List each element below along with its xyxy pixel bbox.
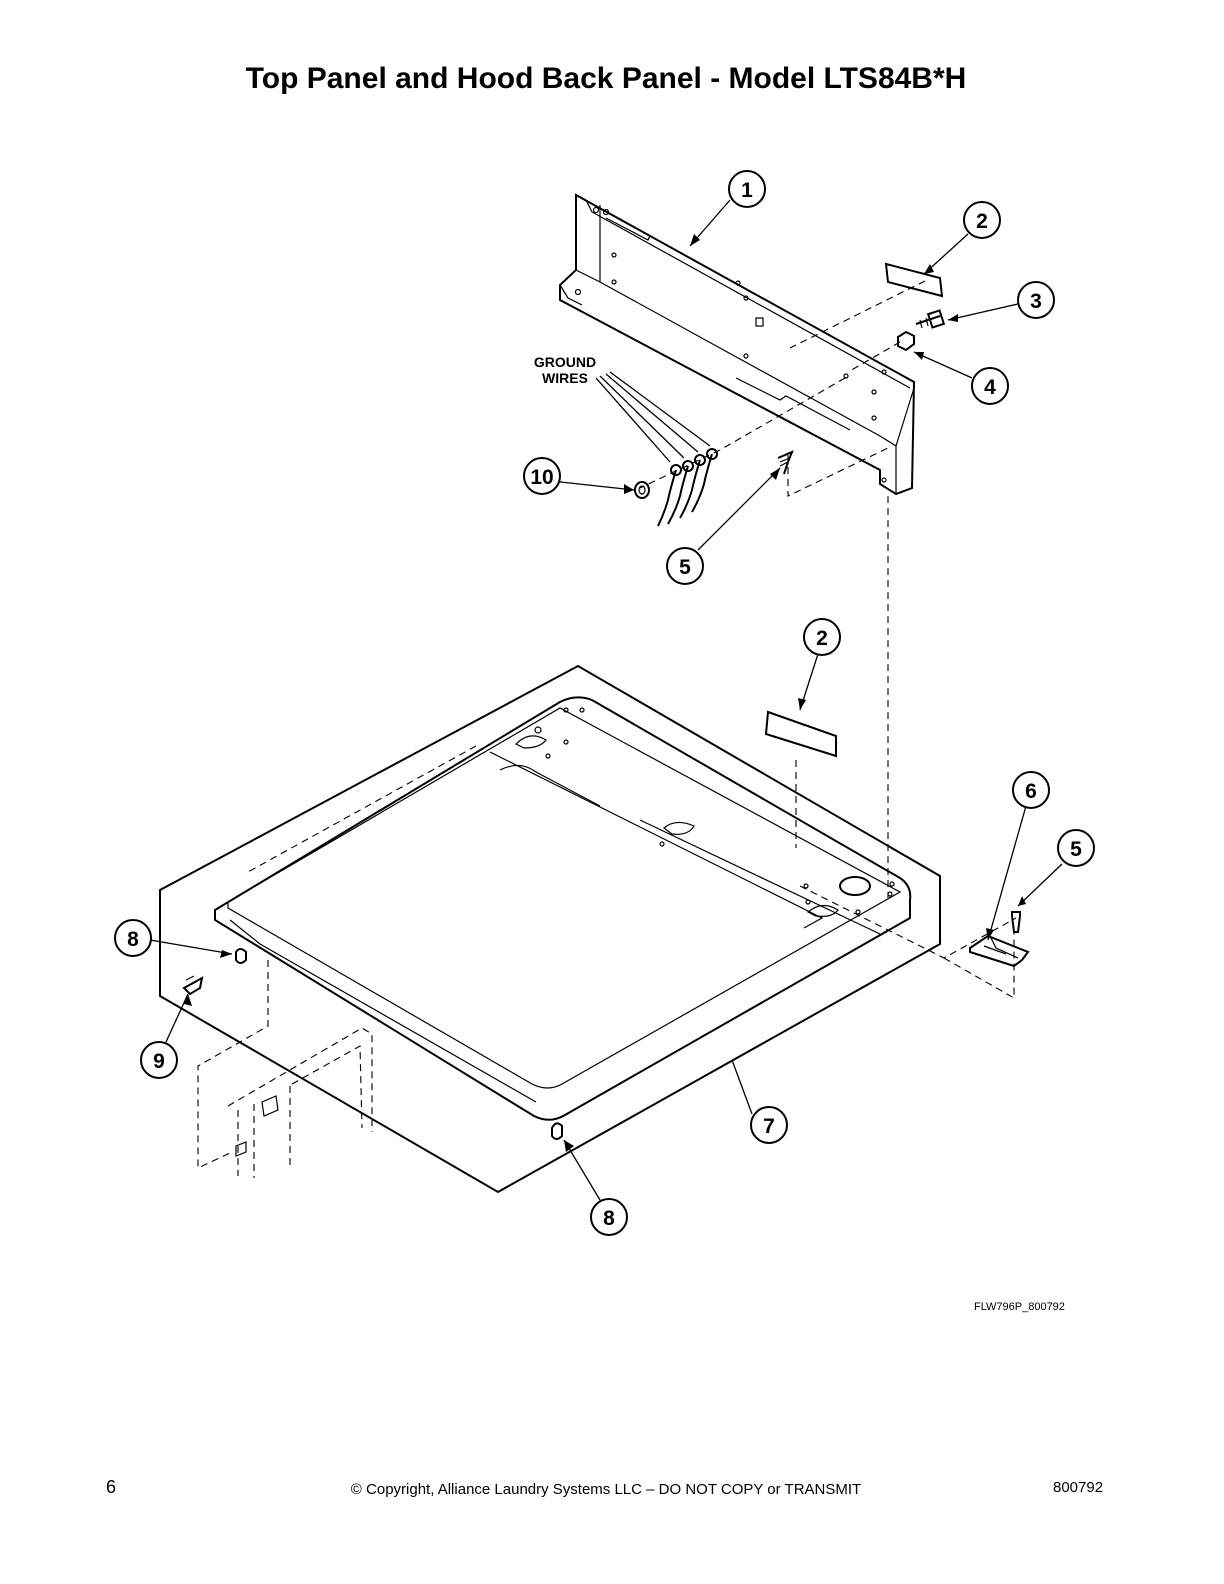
svg-text:6: 6 <box>1025 780 1037 803</box>
callout-1: 1 <box>728 170 766 208</box>
ground-label-line2: WIRES <box>542 370 588 386</box>
svg-text:5: 5 <box>679 556 691 579</box>
copyright-notice: © Copyright, Alliance Laundry Systems LL… <box>350 1481 862 1498</box>
screw-part-3 <box>915 309 946 329</box>
hinge-bracket-part-6 <box>969 934 1030 968</box>
hood-back-panel <box>559 193 916 496</box>
svg-text:5: 5 <box>1070 838 1082 861</box>
svg-text:2: 2 <box>816 627 828 650</box>
cabinet-outline <box>197 960 373 1178</box>
figure-id: FLW796P_800792 <box>974 1301 1065 1313</box>
svg-text:8: 8 <box>603 1207 615 1230</box>
page-title: Top Panel and Hood Back Panel - Model LT… <box>245 62 967 95</box>
callout-leaders <box>149 199 1063 1201</box>
svg-text:8: 8 <box>127 928 139 951</box>
svg-text:4: 4 <box>984 376 996 399</box>
callout-2-lower: 2 <box>803 618 841 656</box>
callout-4: 4 <box>971 367 1009 405</box>
screw-part-5-lower <box>1011 911 1021 933</box>
svg-text:2: 2 <box>976 210 988 233</box>
callout-5-lower: 5 <box>1057 829 1095 867</box>
callout-7: 7 <box>750 1106 788 1144</box>
decal-upper <box>884 262 944 298</box>
callout-8-left: 8 <box>114 919 152 957</box>
svg-text:9: 9 <box>153 1050 165 1073</box>
svg-text:10: 10 <box>530 466 553 489</box>
svg-text:7: 7 <box>763 1115 775 1138</box>
nut-part-4 <box>897 330 915 352</box>
ground-label-line1: GROUND <box>534 354 596 370</box>
arrowheads <box>184 234 1026 1152</box>
callout-2-upper: 2 <box>963 201 1001 239</box>
push-pin-upper <box>777 450 794 475</box>
decal-lower <box>764 710 837 758</box>
nut-part-10 <box>634 481 650 499</box>
ground-wires <box>657 448 718 527</box>
svg-text:1: 1 <box>741 179 753 202</box>
callout-6: 6 <box>1012 771 1050 809</box>
document-number: 800792 <box>1053 1479 1104 1496</box>
page-number: 6 <box>106 1477 117 1497</box>
top-panel <box>159 664 1017 1194</box>
callout-10: 10 <box>523 457 561 495</box>
push-pin-part-9 <box>182 975 204 996</box>
callout-3: 3 <box>1017 281 1055 319</box>
svg-text:3: 3 <box>1030 290 1042 313</box>
callout-9: 9 <box>140 1041 178 1079</box>
callout-5-upper: 5 <box>666 547 704 585</box>
callout-8-bottom: 8 <box>590 1198 628 1236</box>
